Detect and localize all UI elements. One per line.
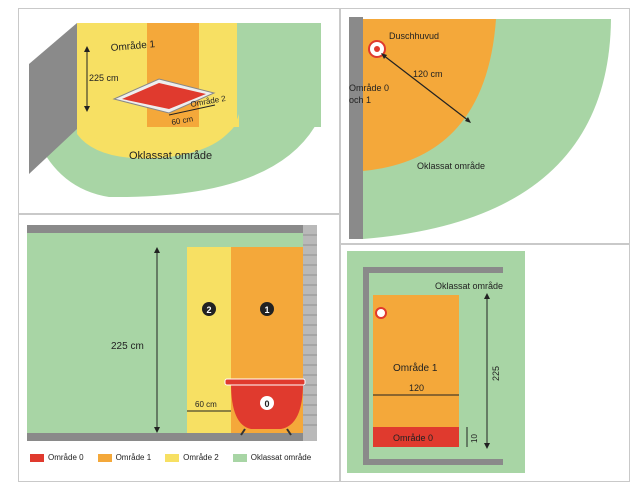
width-arrow: [168, 104, 216, 116]
front-view-drawing: 225 cm 60 cm 2 1 0: [27, 225, 317, 441]
radius-arrow-head-start: [381, 53, 387, 59]
legend-label: Område 1: [115, 453, 152, 462]
length-arrow-head-bottom: [484, 443, 490, 449]
ceiling: [27, 225, 303, 233]
top-view-drawing: Duschhuvud 120 cm Område 0 och 1 Oklassa…: [349, 17, 611, 239]
legend-swatch-zone2: [165, 453, 180, 462]
label-zone01-line2: och 1: [349, 95, 371, 105]
label-zone1: Område 1: [393, 362, 438, 374]
legend: Område 0 Område 1 Område 2 Oklassat områ…: [30, 453, 311, 462]
brick-lines: [303, 234, 317, 426]
label-60: 60 cm: [195, 400, 217, 409]
badge-zone0-bg: [260, 396, 274, 410]
zone0-tray: [122, 83, 206, 109]
badge-zone2: 2: [206, 305, 211, 315]
legend-label: Område 0: [48, 453, 84, 462]
zone2-left: [77, 23, 147, 127]
label-60: 60 cm: [171, 114, 194, 127]
brick-wall: [303, 225, 317, 441]
panel-top-view: Duschhuvud 120 cm Område 0 och 1 Oklassa…: [340, 8, 630, 244]
legend-item-zone2: Område 2: [165, 453, 219, 462]
zone2-strip: [187, 247, 231, 433]
wall-bottom: [363, 459, 503, 465]
zone2-floor-b: [77, 119, 239, 151]
label-shower-head: Duschhuvud: [389, 31, 439, 41]
label-225: 225: [491, 366, 501, 381]
badge-zone2-bg: [202, 302, 216, 316]
legend-item-zone1: Område 1: [97, 453, 152, 462]
badge-zone1: 1: [264, 305, 269, 315]
height-arrow-head-top: [154, 247, 160, 253]
radius-arrow: [382, 54, 470, 122]
label-zone1: Område 1: [110, 38, 156, 54]
badge-zone0: 0: [264, 399, 269, 409]
radius-arrow-head-end: [465, 117, 471, 123]
room-3d-drawing: Område 1 225 cm Område 2 60 cm Oklassat …: [29, 23, 321, 198]
zone1-region: [373, 295, 459, 447]
wall-top: [363, 267, 503, 273]
length-arrow-head-top: [484, 293, 490, 299]
legend-item-unclassified: Oklassat område: [232, 453, 312, 462]
height-arrow-head-bottom: [154, 427, 160, 433]
label-unclassified: Oklassat område: [129, 150, 212, 162]
bathtub-rim: [224, 378, 306, 386]
legend-label: Oklassat område: [250, 453, 312, 462]
panel-3d-room: Område 1 225 cm Område 2 60 cm Oklassat …: [18, 8, 340, 214]
label-unclassified: Oklassat område: [435, 281, 503, 291]
legend-swatch-zone1: [97, 453, 112, 462]
plan-view-drawing: Oklassat område Område 1 120 225 10 Områ…: [347, 251, 525, 473]
label-10: 10: [470, 434, 479, 443]
label-radius: 120 cm: [413, 69, 443, 79]
wall-left: [363, 267, 369, 465]
label-120: 120: [409, 383, 424, 393]
left-wall: [29, 23, 77, 174]
zone01-region: [363, 19, 496, 171]
bathtub-foot-right: [286, 428, 292, 436]
height-arrow-head-top: [84, 46, 90, 52]
label-zone0: Område 0: [393, 433, 433, 443]
legend-swatch-zone0: [30, 453, 44, 462]
label-height: 225 cm: [89, 73, 119, 83]
shower-head-center: [374, 46, 380, 52]
legend-item-zone0: Område 0: [30, 453, 84, 462]
zone2-wall: [197, 23, 237, 127]
label-unclassified: Oklassat område: [417, 161, 485, 171]
shower-head-icon: [375, 307, 387, 319]
badge-zone1-bg: [260, 302, 274, 316]
wall-vertical: [349, 17, 363, 239]
label-zone01-line1: Område 0: [349, 83, 389, 93]
label-height: 225 cm: [111, 341, 144, 352]
legend-label: Område 2: [183, 453, 219, 462]
zone0-region: [373, 427, 459, 447]
floor: [27, 433, 303, 441]
bathtub-foot-left: [240, 428, 246, 436]
panel-front-view: 225 cm 60 cm 2 1 0: [18, 214, 340, 482]
height-arrow-head-bottom: [84, 106, 90, 112]
legend-swatch-unclassified: [232, 453, 247, 462]
panel-plan-view: Oklassat område Område 1 120 225 10 Områ…: [340, 244, 630, 482]
